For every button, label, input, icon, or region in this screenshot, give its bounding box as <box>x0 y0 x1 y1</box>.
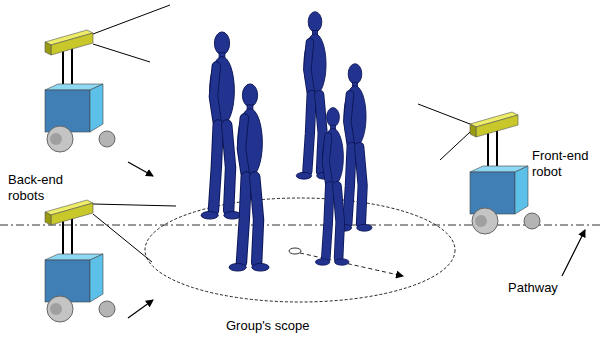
pathway-label: Pathway <box>508 280 578 296</box>
group-scope-ellipse <box>145 198 455 302</box>
motion-arrows <box>128 162 585 318</box>
robot-label: Back-end robots <box>8 172 70 204</box>
pedestrian-figures <box>201 12 372 271</box>
pathway-line <box>0 225 600 226</box>
robot-label: Front-end robot <box>532 148 594 180</box>
back-end-robot <box>45 200 115 322</box>
sensor-view-lines <box>93 5 470 262</box>
region-label: Group's scope <box>226 318 346 334</box>
back-end-robot <box>45 30 115 152</box>
front-end-robot <box>470 112 540 234</box>
